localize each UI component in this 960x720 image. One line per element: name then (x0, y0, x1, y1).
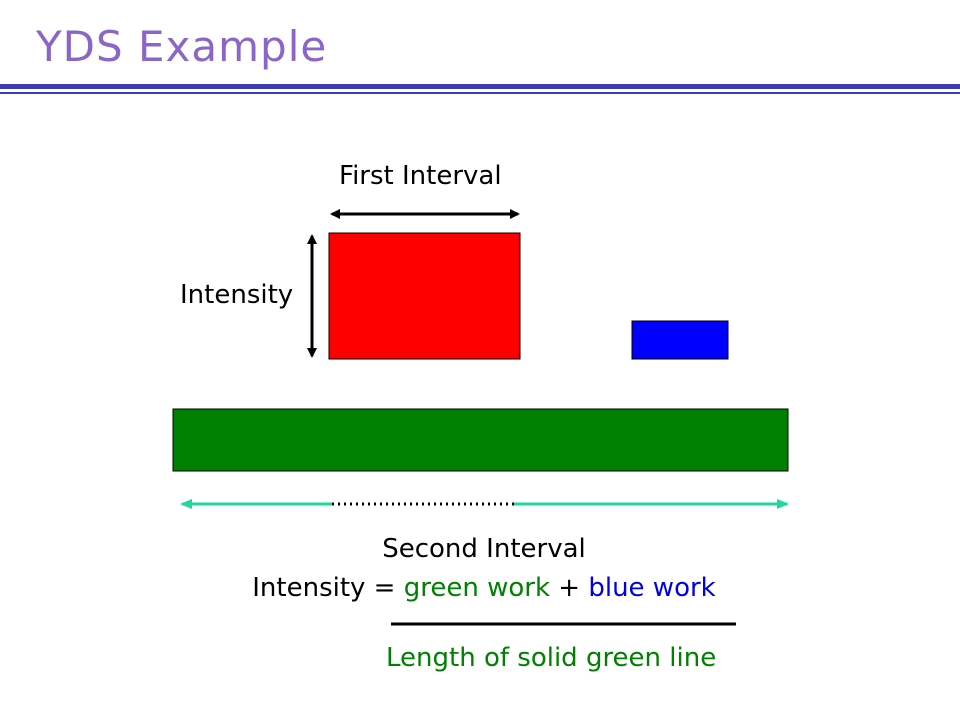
denominator-label: Length of solid green line (386, 643, 717, 673)
intensity-label: Intensity (180, 280, 294, 310)
formula-green-term: green work (403, 573, 551, 603)
title-rule-thin (0, 92, 960, 94)
formula-blue-term: blue work (588, 573, 716, 603)
second-interval-label: Second Interval (382, 534, 586, 564)
green-job-block (172, 408, 789, 472)
first-interval-label: First Interval (339, 161, 502, 191)
slide-title: YDS Example (36, 22, 328, 71)
intensity-formula: Intensity = green work + blue work (4, 573, 960, 604)
formula-prefix: Intensity = (252, 573, 404, 603)
red-job-block (328, 232, 521, 360)
blue-job-block (631, 320, 729, 360)
formula-plus: + (550, 573, 589, 603)
title-rule-thick (0, 84, 960, 89)
